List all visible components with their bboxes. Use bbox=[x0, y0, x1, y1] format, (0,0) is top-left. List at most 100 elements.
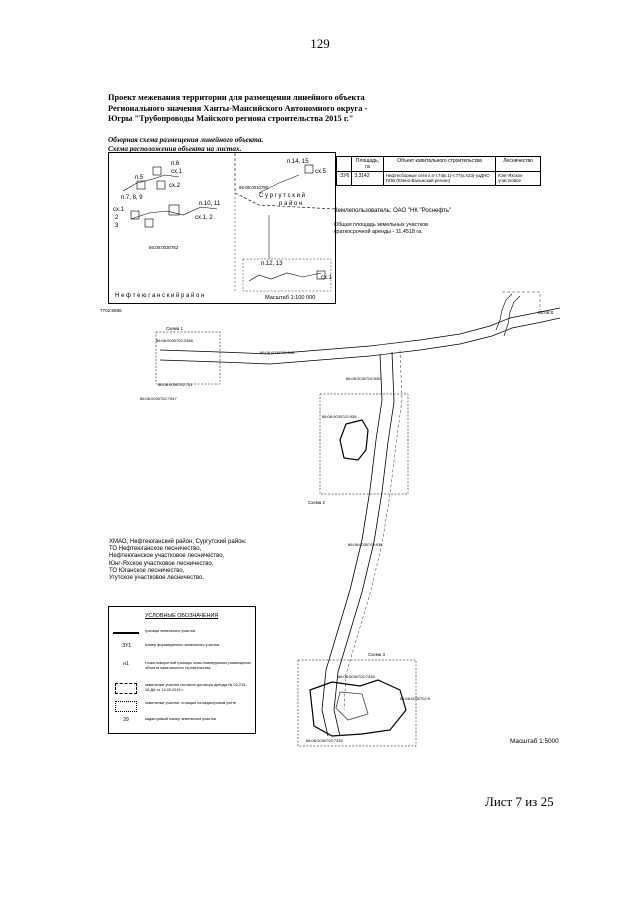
location-line: ТО Юганское лесничество, bbox=[109, 567, 185, 574]
legend-text: точка поворотной границы зоны планируемо… bbox=[145, 661, 251, 670]
district-label: р а й о н bbox=[279, 200, 302, 207]
district-boundary bbox=[234, 153, 336, 210]
info-table: Площадь, га Объект капитального строител… bbox=[335, 156, 541, 186]
document-subtitle: Обзорная схема размещения линейного объе… bbox=[108, 136, 378, 153]
scheme-frame bbox=[242, 258, 332, 292]
scheme-label: Схема 3 bbox=[368, 652, 385, 657]
route-line bbox=[248, 272, 322, 282]
scheme-frame bbox=[297, 659, 417, 747]
table-header: Лесничество bbox=[495, 156, 541, 172]
map-scale: Масштаб 1:5000 bbox=[510, 738, 559, 745]
route-line bbox=[159, 317, 560, 365]
cadastral-number: 86:08:0030702:935 bbox=[322, 414, 357, 419]
cadastral-number: 86:08:0030702:9 bbox=[400, 696, 431, 701]
cadastral-number: 86:08:0030702:936 bbox=[348, 542, 383, 547]
table-header-row: Площадь, га Объект капитального строител… bbox=[335, 156, 541, 172]
cadastral-number: 86:08:0030702:548 bbox=[260, 350, 295, 355]
scheme-marker bbox=[144, 218, 154, 228]
cadastral-number: 86:08:0030702:7338 bbox=[338, 674, 375, 679]
legend-text: номер формируемого земельного участка bbox=[145, 643, 220, 647]
cadastral-number: 86:08:0030702:731 bbox=[158, 382, 193, 387]
registered-parcel-symbol bbox=[113, 701, 139, 713]
subtitle-line: Обзорная схема размещения линейного объе… bbox=[108, 136, 264, 144]
table-row: :ЗУ6 3,3142 Нефтесборные сети к.4-т.74(к… bbox=[335, 171, 541, 186]
cadastral-number: 86:08:0030762 bbox=[149, 245, 179, 250]
route-line bbox=[122, 174, 180, 192]
table-cell: :ЗУ6 bbox=[335, 171, 353, 186]
parcel-boundary bbox=[502, 291, 541, 310]
cadastral-number: 86:08:0030702:7547 bbox=[140, 396, 177, 401]
legend: УСЛОВНЫЕ ОБОЗНАЧЕНИЯ граница земельного … bbox=[108, 606, 256, 734]
parcel-polygon bbox=[309, 679, 407, 737]
scheme-marker bbox=[152, 166, 162, 176]
scheme-marker bbox=[156, 180, 166, 190]
sheet-number: Лист 7 из 25 bbox=[485, 794, 554, 809]
boundary-symbol bbox=[113, 629, 139, 641]
lease-symbol bbox=[113, 683, 139, 695]
table-cell: 3,3142 bbox=[351, 171, 384, 186]
location-line: Угутское участковое лесничество. bbox=[109, 575, 204, 582]
table-header: Объект капитального строительства bbox=[382, 156, 497, 172]
scheme-marker bbox=[316, 270, 326, 280]
scheme-marker bbox=[168, 204, 180, 216]
legend-item: земельные участки, стоящие на кадастрово… bbox=[113, 701, 251, 717]
cadastral-number: 86:08:0030702:7335 bbox=[306, 738, 343, 743]
overview-label: сх.1 bbox=[321, 275, 333, 281]
scheme-frame bbox=[155, 331, 221, 385]
overview-label: сх.1, 2 bbox=[195, 215, 213, 221]
legend-item: н1 точка поворотной границы зоны планиру… bbox=[113, 661, 251, 677]
overview-label: 3 bbox=[115, 223, 119, 229]
overview-label: п.7, 8, 9 bbox=[121, 195, 143, 201]
subtitle-line: Схема расположения объекта на листах. bbox=[108, 144, 242, 153]
parcel-polygon bbox=[335, 691, 369, 721]
table-header bbox=[335, 156, 353, 172]
district-label: С у р г у т с к и й bbox=[259, 192, 305, 199]
district-label: Н е ф т е ю г а н с к и й р а й о н bbox=[115, 292, 204, 299]
overview-label: 2 bbox=[115, 215, 119, 221]
page-number: 129 bbox=[310, 36, 330, 51]
overview-label: сх.1 bbox=[113, 207, 125, 213]
route-line bbox=[503, 295, 521, 337]
cadastral-number: 86:08:0030702:2388 bbox=[156, 338, 193, 343]
location-description: ХМАО, Нефтеюганский район, Сургутский ра… bbox=[109, 539, 279, 582]
overview-label: п.6 bbox=[171, 161, 180, 167]
legend-title: УСЛОВНЫЕ ОБОЗНАЧЕНИЯ bbox=[145, 613, 219, 619]
scheme-label: Схема 2 bbox=[308, 500, 325, 505]
overview-label: п.5 bbox=[135, 175, 144, 181]
route-line bbox=[321, 353, 383, 737]
scheme-marker bbox=[130, 210, 140, 220]
overview-label: сх.2 bbox=[169, 183, 181, 189]
parcel-polygon bbox=[339, 419, 369, 461]
route-line bbox=[159, 307, 560, 355]
scheme-marker bbox=[136, 180, 146, 190]
overview-map-drawing: п.6 сх.1 п.5 сх.2 п.7, 8, 9 п.14, 15 сх.… bbox=[113, 153, 336, 301]
route-line bbox=[258, 174, 300, 194]
scheme-marker bbox=[304, 164, 314, 174]
location-line: ТО Нефтеюганское лесничество, bbox=[109, 546, 202, 553]
cadastral-number: 86:05:0010780 bbox=[239, 185, 269, 190]
route-line bbox=[130, 206, 218, 220]
location-line: Нефтеюганское участковое лесничество, bbox=[109, 553, 225, 560]
parcel-boundary bbox=[343, 349, 403, 711]
overview-label: п.12, 13 bbox=[261, 261, 283, 267]
legend-text: граница земельного участка bbox=[145, 629, 195, 633]
location-line: ХМАО, Нефтеюганский район, Сургутский ра… bbox=[109, 539, 247, 545]
legend-item: граница земельного участка bbox=[113, 629, 251, 645]
legend-item: :ЗУ1 номер формируемого земельного участ… bbox=[113, 643, 251, 659]
overview-label: п.14, 15 bbox=[287, 159, 309, 165]
legend-symbol: :ЗУ1 bbox=[120, 643, 132, 649]
overview-label: сх.1 bbox=[171, 169, 183, 175]
legend-item: земельные участки согласно договора арен… bbox=[113, 683, 251, 699]
legend-text: земельные участки согласно договора арен… bbox=[145, 683, 247, 692]
overview-label: сх.5 bbox=[315, 169, 327, 175]
document-title: Проект межевания территории для размещен… bbox=[108, 93, 368, 124]
legend-symbol: н1 bbox=[123, 661, 129, 667]
table-header: Площадь, га bbox=[351, 156, 384, 172]
table-cell: Нефтесборные сети к.4-т.74(к.1)-т.77(к.А… bbox=[382, 171, 497, 186]
table-cell: Юнг-Яхское участковое bbox=[495, 171, 541, 186]
scheme-frame bbox=[319, 393, 409, 495]
overview-label: п.10, 11 bbox=[199, 201, 221, 207]
route-map: 7702:6886 86:08:0 Схема 1 86:08:0030702:… bbox=[100, 291, 560, 747]
legend-symbol: 29 bbox=[123, 717, 129, 723]
location-line: Юнг-Яхское участковое лесничество, bbox=[109, 560, 214, 567]
